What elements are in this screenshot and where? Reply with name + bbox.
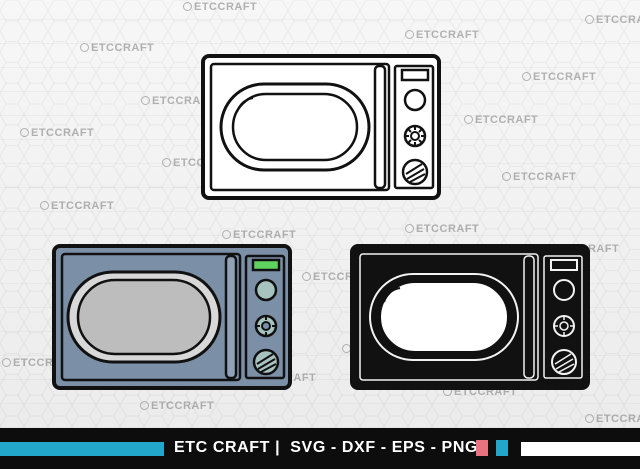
watermark: ETCCRAFT bbox=[80, 42, 154, 54]
microwave-outline-icon bbox=[201, 54, 441, 200]
watermark: ETCCRAFT bbox=[405, 29, 479, 41]
watermark: ETCCRAFT bbox=[464, 114, 538, 126]
watermark: ETCCRAFT bbox=[140, 400, 214, 412]
footer-formats: SVG - DXF - EPS - PNG bbox=[290, 439, 479, 456]
watermark: ETCCRAFT bbox=[222, 229, 296, 241]
watermark: ETCCRAFT bbox=[40, 200, 114, 212]
watermark: ETCCRAFT bbox=[585, 413, 640, 425]
watermark: ETCCRAFT bbox=[183, 1, 257, 13]
microwave-color-icon bbox=[52, 244, 292, 390]
watermark: ETCCRAFT bbox=[522, 71, 596, 83]
watermark: ETCCRAFT bbox=[405, 223, 479, 235]
footer-bar: ETC CRAFT | SVG - DXF - EPS - PNG bbox=[0, 428, 640, 469]
watermark: ETCCRAFT bbox=[585, 14, 640, 26]
watermark: ETCCRAFT bbox=[141, 95, 215, 107]
watermark: ETCCRAFT bbox=[20, 127, 94, 139]
footer-brand: ETC CRAFT | bbox=[174, 439, 281, 456]
microwave-silhouette-icon bbox=[350, 244, 590, 390]
watermark: ETCCRAFT bbox=[502, 171, 576, 183]
footer-text: ETC CRAFT | SVG - DXF - EPS - PNG bbox=[174, 439, 478, 457]
footer-accent-right bbox=[521, 442, 640, 456]
footer-accent-blue bbox=[496, 440, 508, 456]
footer-accent-left bbox=[0, 442, 164, 456]
footer-accent-pink bbox=[476, 440, 488, 456]
